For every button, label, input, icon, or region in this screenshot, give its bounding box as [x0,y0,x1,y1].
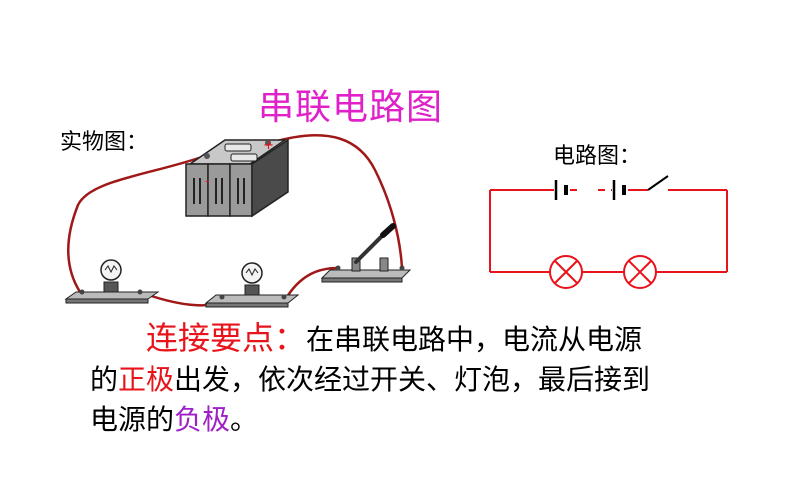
switch-symbol-icon [647,175,669,191]
battery-negative-sign: - [205,174,210,189]
lamp-2-symbol-icon [623,255,657,289]
circuit-schematic [489,189,728,273]
keypoint-text-3a: 电源的 [90,403,175,436]
keypoint-heading: 连接要点： [146,319,307,357]
battery-symbol-icon [554,180,626,200]
positive-pole-term: 正极 [118,363,175,396]
bulb-2-icon [204,262,300,308]
knife-switch-icon [320,223,412,283]
bulb-1-icon [64,259,160,304]
lamp-1-symbol-icon [549,255,583,289]
keypoint-text-3b: 。 [230,403,259,436]
battery-pack [185,138,289,218]
physical-diagram-label: 实物图： [60,130,149,155]
wire-switch-to-battery [268,134,404,270]
negative-pole-term: 负极 [174,403,231,436]
wire-battery-to-bulb1 [67,154,207,294]
circuit-diagram-label: 电路图： [553,144,642,169]
keypoint-text-2b: 出发，依次经过开关、灯泡，最后接到 [174,363,651,396]
keypoint-paragraph: 连接要点：在串联电路中，电流从电源 的正极出发，依次经过开关、灯泡，最后接到 电… [90,318,750,440]
wire-bulb2-to-switch [283,266,340,302]
battery-positive-sign: + [263,138,274,153]
diagram-title: 串联电路图 [258,87,444,128]
keypoint-text-1: 在串联电路中，电流从电源 [306,323,643,356]
keypoint-text-2a: 的 [90,363,119,396]
